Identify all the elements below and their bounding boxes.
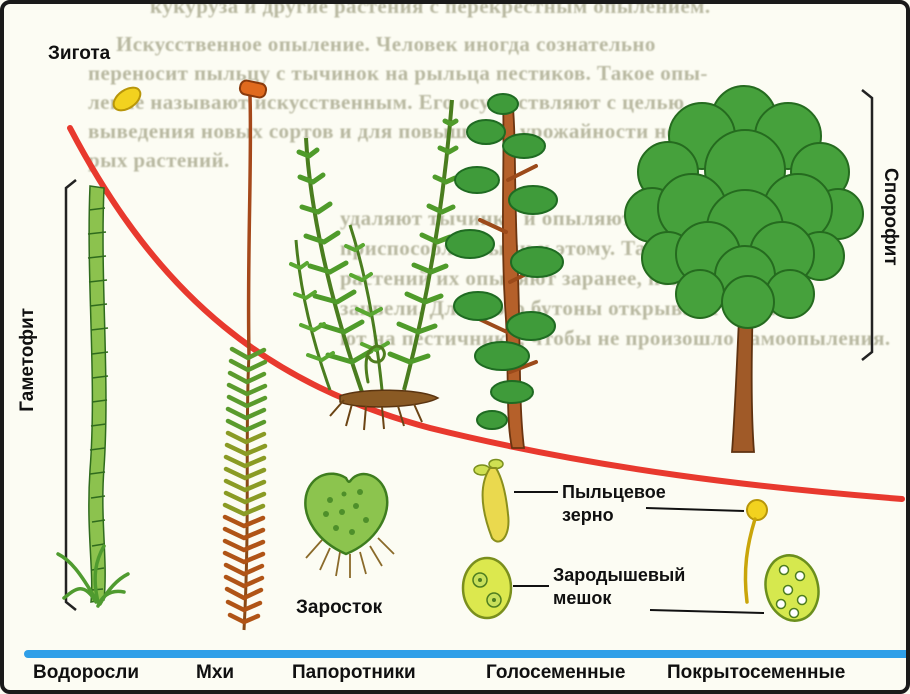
pollen-grain-gymnosperm-icon bbox=[473, 458, 510, 543]
moss-capsule-icon bbox=[238, 79, 268, 99]
embryo-sac-label-line1: Зародышевый bbox=[553, 565, 686, 585]
pollen-grain-label-line1: Пыльцевое bbox=[562, 482, 666, 502]
gametophyte-bracket bbox=[64, 179, 77, 611]
background-text-line: ют на пестичники, чтобы не произошло сам… bbox=[340, 326, 891, 350]
embryo-sac-angiosperm-icon bbox=[764, 554, 820, 622]
group-label-mosses: Мхи bbox=[196, 662, 235, 683]
zygote-icon bbox=[112, 86, 142, 112]
fern-illustration bbox=[289, 99, 459, 431]
embryo-sac-gymnosperm-icon bbox=[461, 556, 513, 620]
background-text-line: ление называют искусственным. Его осущес… bbox=[88, 90, 685, 114]
zygote-label: Зигота bbox=[48, 43, 111, 64]
pine-illustration bbox=[445, 93, 564, 449]
prothallus-illustration bbox=[304, 472, 395, 578]
group-label-algae: Водоросли bbox=[33, 662, 140, 683]
background-text-line: переносит пыльцу с тычинок на рыльца пес… bbox=[88, 61, 708, 85]
gametophyte-label: Гаметофит bbox=[17, 308, 38, 412]
background-text-line: выведения новых сортов и для повышения у… bbox=[88, 119, 729, 143]
sporophyte-bracket bbox=[861, 89, 874, 361]
sporophyte-label: Спорофит bbox=[879, 168, 901, 266]
group-label-angiosperms: Покрытосеменные bbox=[667, 662, 846, 683]
leader-lines bbox=[513, 491, 765, 614]
prothallus-label: Заросток bbox=[296, 597, 383, 618]
pollen-grain-angiosperm-icon bbox=[743, 499, 768, 604]
group-label-ferns: Папоротники bbox=[292, 662, 416, 683]
background-text-line: рых растений. bbox=[88, 148, 230, 172]
angiosperm-tree-illustration bbox=[624, 85, 864, 453]
algae-illustration bbox=[56, 185, 130, 608]
moss-illustration bbox=[222, 79, 268, 631]
group-label-gymnosperms: Голосеменные bbox=[486, 662, 626, 683]
pollen-grain-label-line2: зерно bbox=[562, 504, 614, 525]
embryo-sac-label: Зародышевый мешок bbox=[553, 564, 685, 609]
embryo-sac-label-line2: мешок bbox=[553, 587, 612, 608]
background-text-line: Искусственное опыление. Человек иногда с… bbox=[116, 32, 656, 56]
background-text-line: кукуруза и другие растения с перекрёстны… bbox=[150, 0, 711, 18]
pollen-grain-label: Пыльцевое зерно bbox=[562, 481, 666, 526]
dominance-curve bbox=[67, 125, 905, 502]
